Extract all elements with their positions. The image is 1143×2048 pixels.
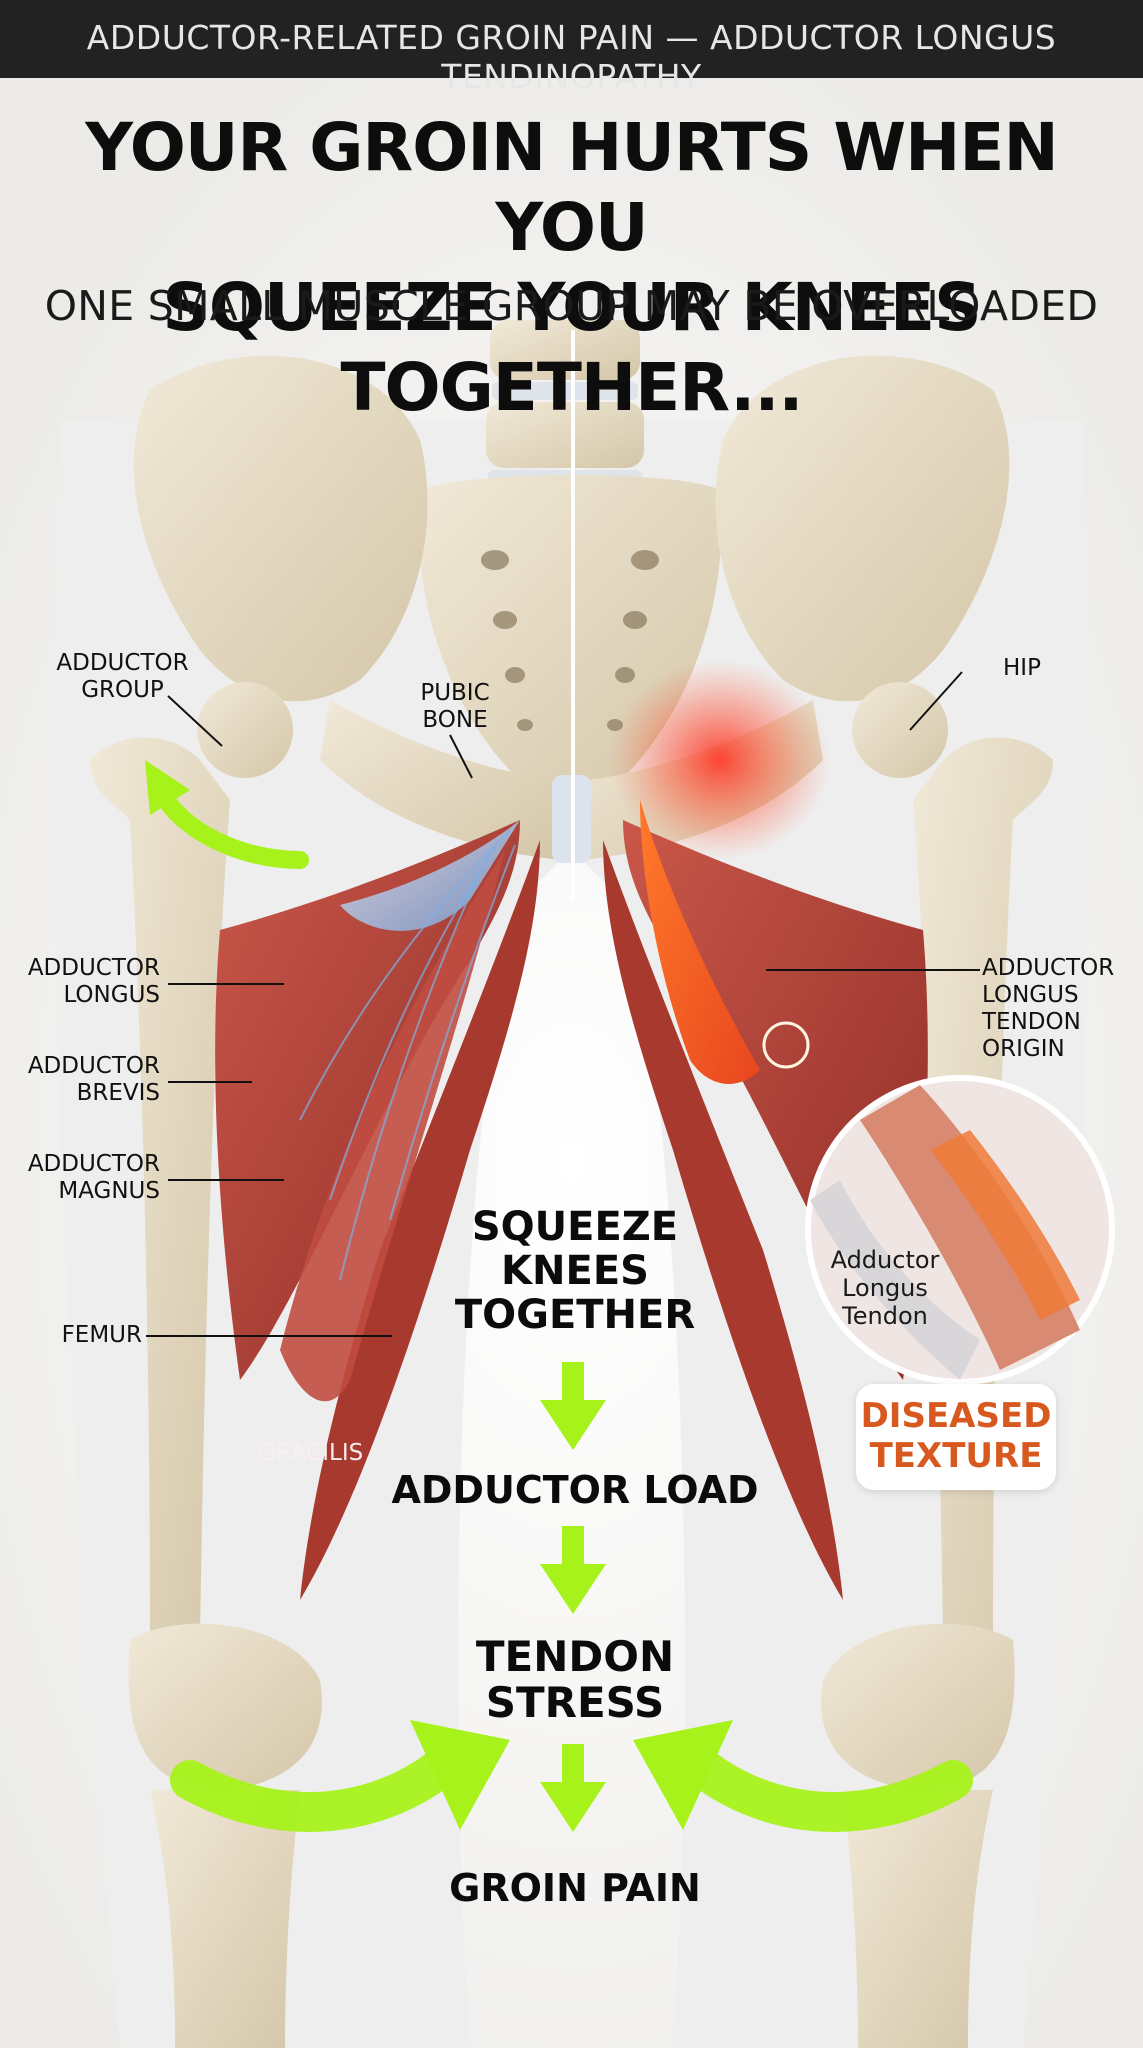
right-knee — [821, 1623, 1015, 1790]
subheadline: ONE SMALL MUSCLE GROUP MAY BE OVERLOADED — [44, 282, 1099, 330]
squeeze-arrowhead-right — [633, 1720, 733, 1830]
leader-lines — [146, 671, 980, 1337]
diseased-texture-badge: DISEASED TEXTURE — [856, 1384, 1056, 1490]
squeeze-arrowhead-left — [410, 1720, 510, 1830]
topic-text: ADDUCTOR-RELATED GROIN PAIN — ADDUCTOR L… — [86, 18, 1057, 96]
page-title: YOUR GROIN HURTS WHEN YOU SQUEEZE YOUR K… — [0, 108, 1143, 428]
rotation-arrowhead — [145, 760, 190, 815]
right-tibia — [843, 1790, 993, 2048]
right-femoral-head — [852, 682, 948, 778]
squeeze-arrow-left — [170, 1740, 470, 1832]
tendon-origin-marker — [762, 1021, 810, 1069]
rotation-arrow — [151, 781, 309, 869]
label-adductor-magnus: ADDUCTOR MAGNUS — [27, 1151, 160, 1204]
headline-line-1: YOUR GROIN HURTS WHEN YOU — [85, 109, 1058, 266]
right-iliac-wing — [715, 355, 1010, 702]
left-knee — [128, 1623, 322, 1790]
left-femur — [90, 737, 230, 1640]
flow-step-adductor-load: ADDUCTOR LOAD — [391, 1468, 759, 1512]
zoom-inset — [805, 1075, 1115, 1385]
left-femoral-head — [197, 682, 293, 778]
left-tendon-fibers — [299, 829, 516, 1281]
left-tibia — [150, 1790, 300, 2048]
flow-arrows — [540, 1362, 606, 1832]
label-adductor-brevis: ADDUCTOR BREVIS — [27, 1053, 160, 1106]
label-gracilis: GRACILIS — [258, 1440, 364, 1466]
label-adductor-longus: ADDUCTOR LONGUS — [27, 955, 160, 1008]
topic-bar: ADDUCTOR-RELATED GROIN PAIN — ADDUCTOR L… — [0, 0, 1143, 96]
zoom-label: Adductor Longus Tendon — [830, 1246, 940, 1330]
left-pubic-ramus — [320, 700, 560, 860]
flow-step-squeeze: SQUEEZE KNEES TOGETHER — [454, 1204, 696, 1338]
flow-step-tendon-stress: TENDON STRESS — [475, 1632, 675, 1727]
inflamed-tendon — [640, 800, 760, 1084]
label-femur: FEMUR — [61, 1322, 142, 1348]
label-pubic-bone: PUBIC BONE — [420, 680, 490, 733]
headline-line-2: SQUEEZE YOUR KNEES TOGETHER... — [162, 269, 981, 426]
left-iliac-wing — [133, 355, 428, 702]
label-adductor-group: ADDUCTOR GROUP — [56, 650, 189, 703]
label-tendon-origin: ADDUCTOR LONGUS TENDON ORIGIN — [982, 955, 1115, 1062]
label-hip: HIP — [1003, 655, 1041, 681]
pain-hotspot — [610, 660, 830, 860]
squeeze-arrow-right — [673, 1740, 973, 1832]
flow-step-groin-pain: GROIN PAIN — [449, 1866, 701, 1910]
sacral-foramina — [481, 550, 659, 731]
